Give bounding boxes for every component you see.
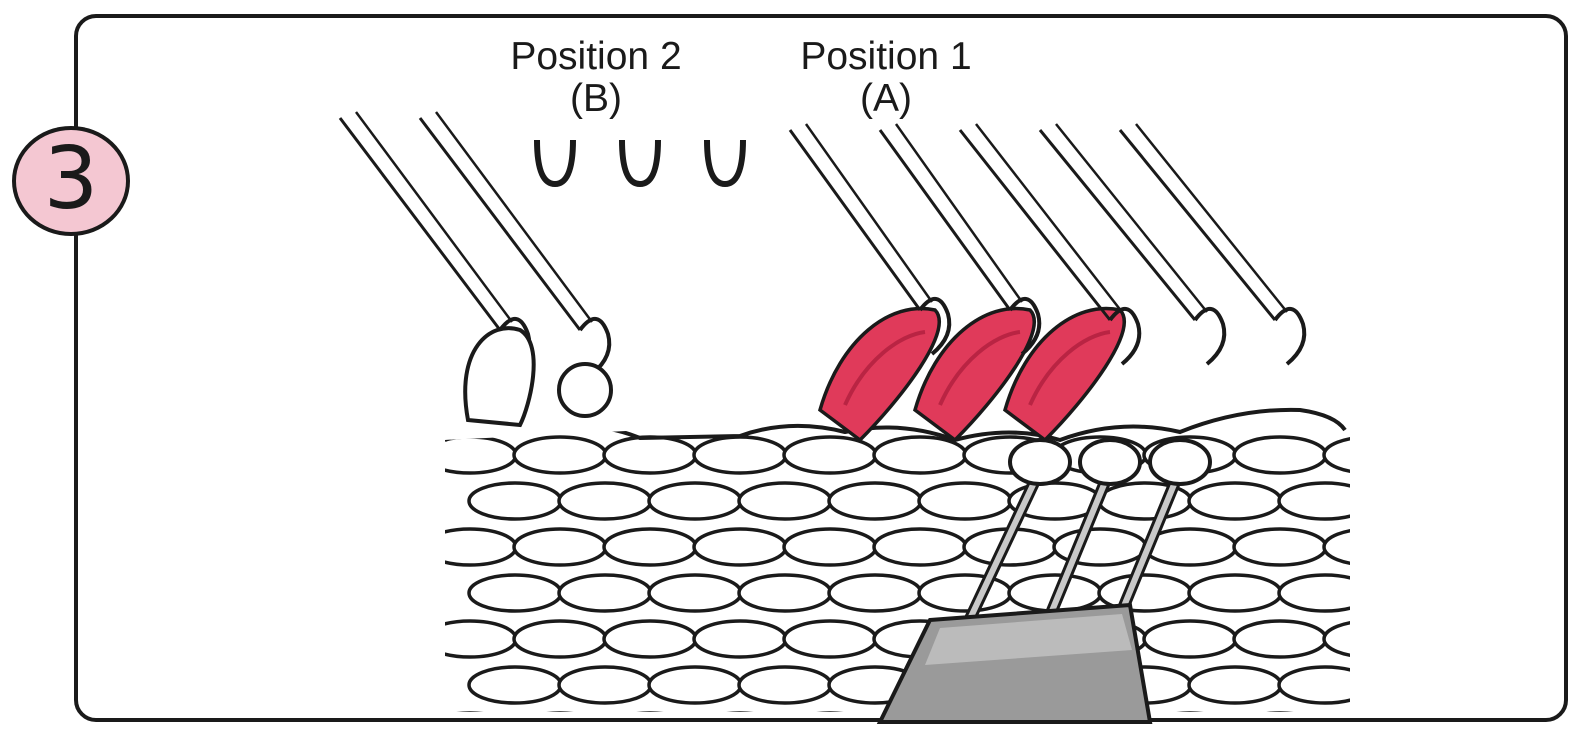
- needle-shaft-edge: [1136, 124, 1287, 312]
- needle-hook: [1275, 309, 1304, 364]
- knit-stitch: [739, 575, 831, 611]
- knit-stitch: [829, 483, 921, 519]
- needle-hook-top-2: [622, 140, 658, 184]
- latch-needle-7: [1120, 124, 1304, 364]
- knit-stitch: [1234, 437, 1326, 473]
- needle-shaft-edge: [436, 112, 592, 322]
- white-loop: [465, 328, 533, 425]
- knit-stitch: [1279, 575, 1371, 611]
- knit-stitch: [1144, 621, 1236, 657]
- knit-stitch: [694, 713, 786, 734]
- needle-shaft-edge: [356, 112, 512, 322]
- knit-stitch: [694, 621, 786, 657]
- knit-stitch: [874, 529, 966, 565]
- knit-stitch: [469, 483, 561, 519]
- knit-stitch: [604, 529, 696, 565]
- needle-shaft-edge: [976, 124, 1122, 312]
- knit-stitch: [469, 667, 561, 703]
- knit-stitch: [1324, 713, 1416, 734]
- knit-stitch: [694, 529, 786, 565]
- knit-stitch: [424, 529, 516, 565]
- knit-stitch: [784, 621, 876, 657]
- tool-eye-2: [1080, 440, 1140, 484]
- knit-stitch: [1324, 529, 1416, 565]
- knit-stitch: [649, 667, 741, 703]
- knit-stitch: [919, 483, 1011, 519]
- knit-stitch: [784, 529, 876, 565]
- tool-eye-1: [1010, 440, 1070, 484]
- knit-stitch: [1189, 575, 1281, 611]
- knit-stitch: [1234, 529, 1326, 565]
- knit-stitch: [1369, 483, 1461, 519]
- tool-eye-3: [1150, 440, 1210, 484]
- knit-stitch: [469, 575, 561, 611]
- knit-stitch: [649, 575, 741, 611]
- knit-stitch: [424, 713, 516, 734]
- knit-stitch: [829, 575, 921, 611]
- white-loop-small: [559, 364, 611, 416]
- knit-stitch: [514, 529, 606, 565]
- knit-stitch: [514, 621, 606, 657]
- needle-shaft-edge: [806, 124, 932, 302]
- knit-stitch: [1189, 483, 1281, 519]
- knit-stitch: [1324, 621, 1416, 657]
- knit-stitch: [604, 437, 696, 473]
- needle-shaft: [420, 118, 580, 330]
- knit-stitch: [514, 437, 606, 473]
- needle-shaft: [340, 118, 500, 330]
- needle-shaft: [1040, 130, 1195, 320]
- knit-stitch: [1279, 483, 1371, 519]
- knit-stitch: [559, 575, 651, 611]
- knit-stitch: [559, 483, 651, 519]
- knit-stitch: [1369, 667, 1461, 703]
- knit-stitch: [649, 483, 741, 519]
- knit-stitch: [1369, 575, 1461, 611]
- knit-stitch: [1324, 437, 1416, 473]
- needle-hook-top-3: [707, 140, 743, 184]
- knit-stitch: [1234, 713, 1326, 734]
- knit-stitch: [1234, 621, 1326, 657]
- needle-hook-top-1: [537, 140, 573, 184]
- knit-stitch: [424, 437, 516, 473]
- knit-stitch: [604, 621, 696, 657]
- knit-stitch: [739, 483, 831, 519]
- knit-stitch: [559, 667, 651, 703]
- needle-bed: [340, 112, 1304, 425]
- knit-stitch: [514, 713, 606, 734]
- needle-shaft-edge: [896, 124, 1022, 302]
- needle-shaft: [960, 130, 1110, 320]
- knit-stitch: [1189, 667, 1281, 703]
- needle-shaft-edge: [1056, 124, 1207, 312]
- needle-shaft: [1120, 130, 1275, 320]
- knit-stitch: [1279, 667, 1371, 703]
- knit-stitch: [739, 667, 831, 703]
- knit-stitch: [919, 575, 1011, 611]
- knit-stitch: [1144, 713, 1236, 734]
- knit-stitch: [424, 621, 516, 657]
- knit-stitch: [784, 713, 876, 734]
- needle-hook: [1195, 309, 1224, 364]
- knit-stitch: [694, 437, 786, 473]
- white-loops-left: [465, 328, 611, 425]
- knit-stitch: [784, 437, 876, 473]
- knit-stitch: [874, 437, 966, 473]
- knit-stitch: [604, 713, 696, 734]
